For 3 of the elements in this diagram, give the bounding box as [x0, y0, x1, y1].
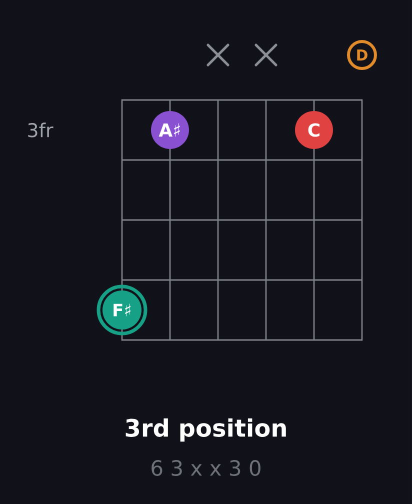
fingering-text: 6 3 x x 3 0: [152, 460, 260, 476]
fret-number: 3fr: [28, 122, 54, 138]
chord-title: 3rd position: [126, 418, 286, 442]
